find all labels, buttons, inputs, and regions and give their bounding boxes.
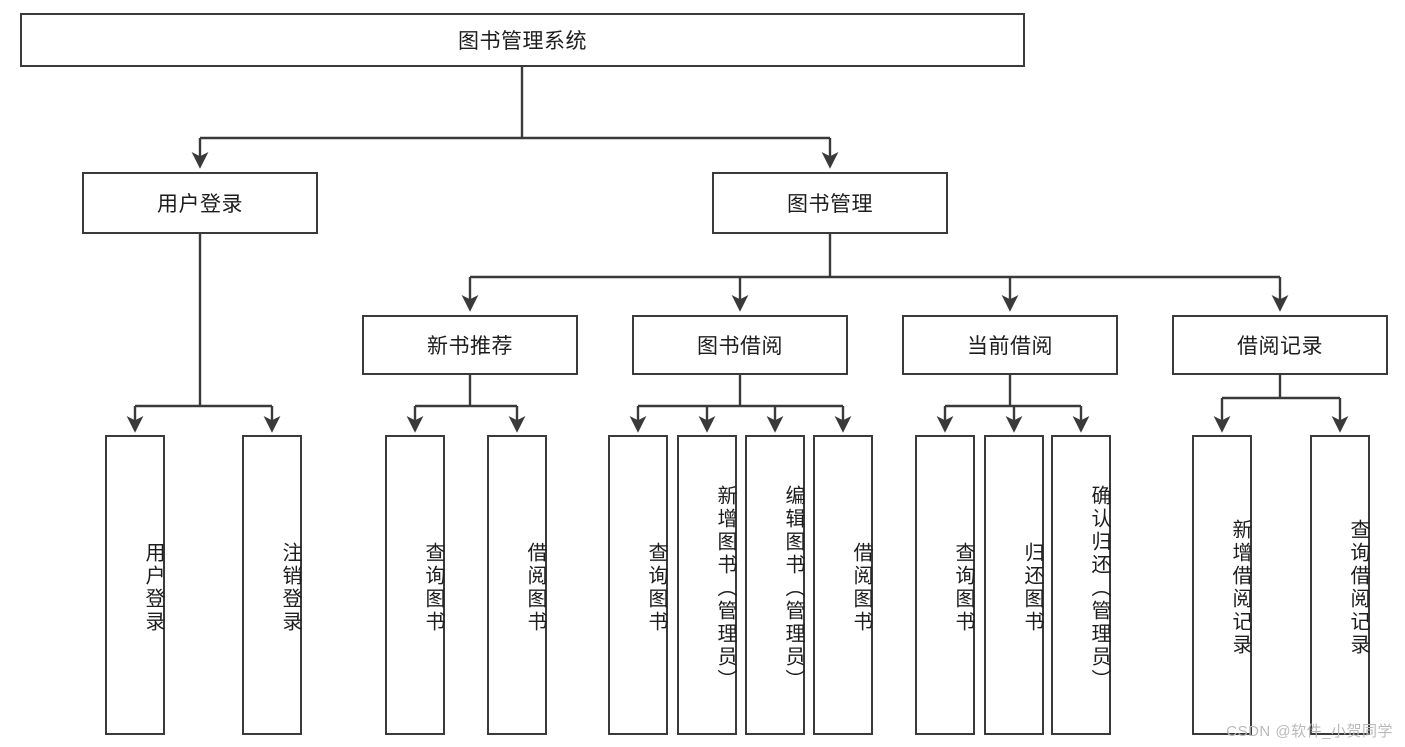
node-book-borrow-label: 图书借阅 (697, 335, 783, 358)
node-leaf-confirm-return-label: 确认归还（管理员） (1088, 484, 1110, 692)
node-new-book-recommend-label: 新书推荐 (427, 335, 513, 358)
node-leaf-edit-book-label: 编辑图书（管理员） (782, 484, 804, 692)
node-leaf-borrow-book-a[interactable]: 借阅图书 (487, 435, 547, 735)
csdn-watermark: CSDN @软件_小贺同学 (1226, 723, 1393, 740)
node-leaf-return-book[interactable]: 归还图书 (984, 435, 1044, 735)
node-leaf-query-record[interactable]: 查询借阅记录 (1310, 435, 1370, 735)
node-leaf-borrow-book-a-label: 借阅图书 (524, 542, 546, 634)
node-borrow-record[interactable]: 借阅记录 (1172, 315, 1388, 375)
node-current-borrow-label: 当前借阅 (967, 335, 1053, 358)
node-leaf-borrow-book-b-label: 借阅图书 (850, 542, 872, 634)
node-leaf-add-record[interactable]: 新增借阅记录 (1192, 435, 1252, 735)
node-leaf-return-book-label: 归还图书 (1021, 542, 1043, 634)
node-leaf-query-book-b[interactable]: 查询图书 (608, 435, 668, 735)
node-leaf-user-logout[interactable]: 注销登录 (242, 435, 302, 735)
node-borrow-record-label: 借阅记录 (1237, 335, 1323, 358)
node-leaf-edit-book[interactable]: 编辑图书（管理员） (745, 435, 805, 735)
node-leaf-add-book-label: 新增图书（管理员） (714, 484, 736, 692)
node-leaf-add-record-label: 新增借阅记录 (1229, 519, 1251, 657)
node-leaf-query-book-a[interactable]: 查询图书 (385, 435, 445, 735)
node-leaf-borrow-book-b[interactable]: 借阅图书 (813, 435, 873, 735)
node-leaf-add-book[interactable]: 新增图书（管理员） (677, 435, 737, 735)
node-leaf-query-book-a-label: 查询图书 (422, 542, 444, 634)
node-book-borrow[interactable]: 图书借阅 (632, 315, 848, 375)
node-book-manage[interactable]: 图书管理 (712, 172, 948, 234)
node-leaf-query-book-b-label: 查询图书 (645, 542, 667, 634)
node-leaf-confirm-return[interactable]: 确认归还（管理员） (1051, 435, 1111, 735)
node-leaf-user-login-label: 用户登录 (142, 542, 164, 634)
node-root-label: 图书管理系统 (458, 30, 587, 53)
node-leaf-query-book-c-label: 查询图书 (952, 542, 974, 634)
node-new-book-recommend[interactable]: 新书推荐 (362, 315, 578, 375)
node-user-login[interactable]: 用户登录 (82, 172, 318, 234)
node-leaf-user-logout-label: 注销登录 (279, 542, 301, 634)
node-user-login-label: 用户登录 (157, 193, 243, 216)
node-book-manage-label: 图书管理 (787, 193, 873, 216)
node-leaf-user-login[interactable]: 用户登录 (105, 435, 165, 735)
node-leaf-query-book-c[interactable]: 查询图书 (915, 435, 975, 735)
node-leaf-query-record-label: 查询借阅记录 (1347, 519, 1369, 657)
node-root[interactable]: 图书管理系统 (20, 13, 1025, 67)
node-current-borrow[interactable]: 当前借阅 (902, 315, 1118, 375)
